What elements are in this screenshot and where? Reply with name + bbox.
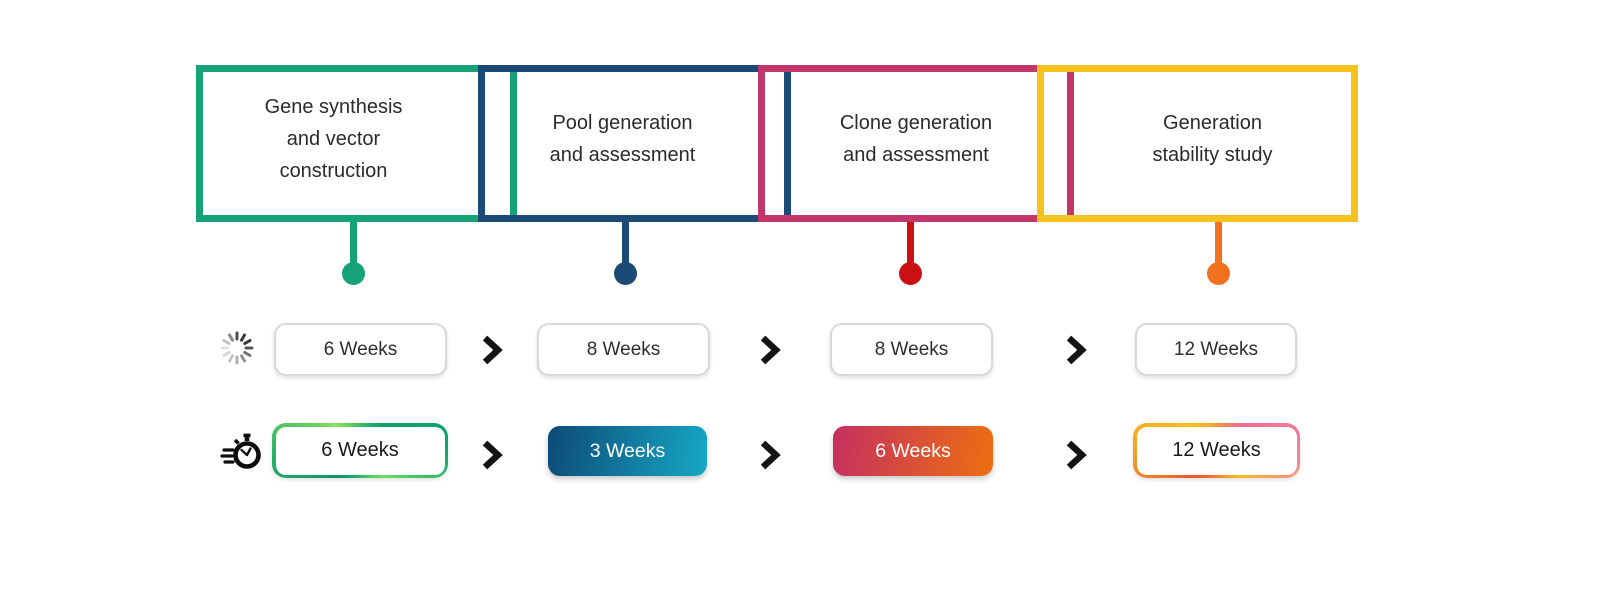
stage-title: Generation stability study (1152, 111, 1273, 166)
connector-dot (898, 262, 922, 285)
connector-line (349, 218, 357, 270)
stage-box-pool-generation: Pool generation and assessment (478, 65, 791, 222)
connector-dot (341, 262, 365, 285)
standard-duration-pill: 8 Weeks (830, 323, 993, 376)
accelerated-duration-pill: 6 Weeks (833, 426, 993, 476)
chevron-right-icon (1063, 438, 1089, 472)
stage-box-clone-generation: Clone generation and assessment (758, 65, 1074, 222)
chevron-right-icon (479, 438, 505, 472)
connector-dot (613, 262, 637, 285)
standard-duration-pill: 6 Weeks (274, 323, 447, 376)
stage-title: Pool generation and assessment (549, 111, 696, 166)
stage-title: Clone generation and assessment (839, 111, 993, 166)
loading-spinner-icon (219, 330, 255, 366)
chevron-right-icon (479, 333, 505, 367)
accelerated-duration-pill: 12 Weeks (1133, 423, 1300, 478)
chevron-right-icon (757, 333, 783, 367)
accelerated-duration-pill: 6 Weeks (272, 423, 448, 478)
accelerated-duration-label: 6 Weeks (275, 426, 445, 475)
connector-line (621, 218, 629, 270)
accelerated-duration-pill: 3 Weeks (548, 426, 707, 476)
stage-title: Gene synthesis and vector construction (264, 95, 403, 182)
speed-stopwatch-icon (220, 433, 264, 473)
stage-box-generation-stability: Generation stability study (1037, 65, 1358, 222)
connector-line (1214, 218, 1222, 270)
standard-duration-pill: 8 Weeks (537, 323, 710, 376)
connector-line (906, 218, 914, 270)
stage-box-gene-synthesis: Gene synthesis and vector construction (196, 65, 517, 222)
standard-duration-pill: 12 Weeks (1135, 323, 1297, 376)
accelerated-duration-label: 12 Weeks (1136, 426, 1297, 475)
chevron-right-icon (1063, 333, 1089, 367)
chevron-right-icon (757, 438, 783, 472)
connector-dot (1206, 262, 1230, 285)
